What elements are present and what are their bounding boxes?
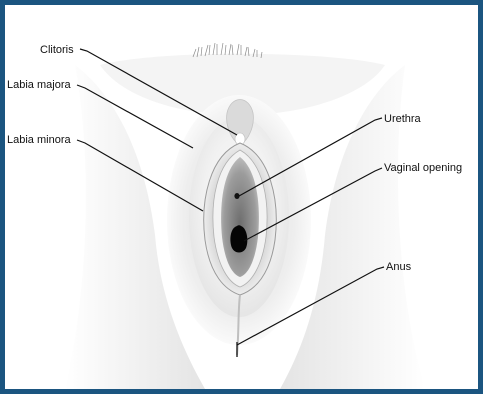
label-labia-majora: Labia majora bbox=[7, 79, 71, 91]
urethral-opening bbox=[234, 193, 239, 199]
label-vaginal-opening: Vaginal opening bbox=[384, 162, 462, 174]
label-anus: Anus bbox=[386, 261, 412, 273]
label-labia-minora: Labia minora bbox=[7, 134, 71, 146]
anatomy-illustration: Clitoris Labia majora Labia minora Ureth… bbox=[5, 5, 478, 389]
label-clitoris: Clitoris bbox=[40, 44, 74, 56]
label-urethra: Urethra bbox=[384, 113, 422, 125]
diagram-frame: Clitoris Labia majora Labia minora Ureth… bbox=[5, 5, 478, 389]
